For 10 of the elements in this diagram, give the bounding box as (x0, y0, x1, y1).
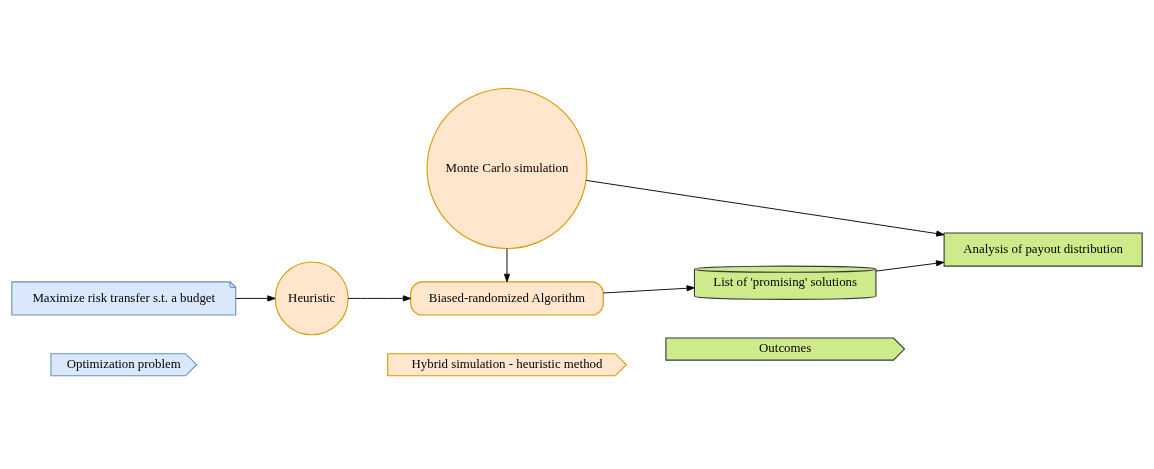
arrow (235, 294, 276, 301)
arrow (347, 294, 412, 301)
node-circle: Heuristic (274, 260, 349, 335)
node-circle: Monte Carlo simulation (426, 87, 588, 249)
arrow (602, 284, 695, 293)
node-box: Biased-randomized Algorithm (410, 280, 604, 316)
node-box: Analysis of payout distribution (943, 231, 1143, 267)
arrow (503, 247, 511, 282)
arrow (875, 259, 945, 272)
arrow (585, 179, 945, 237)
